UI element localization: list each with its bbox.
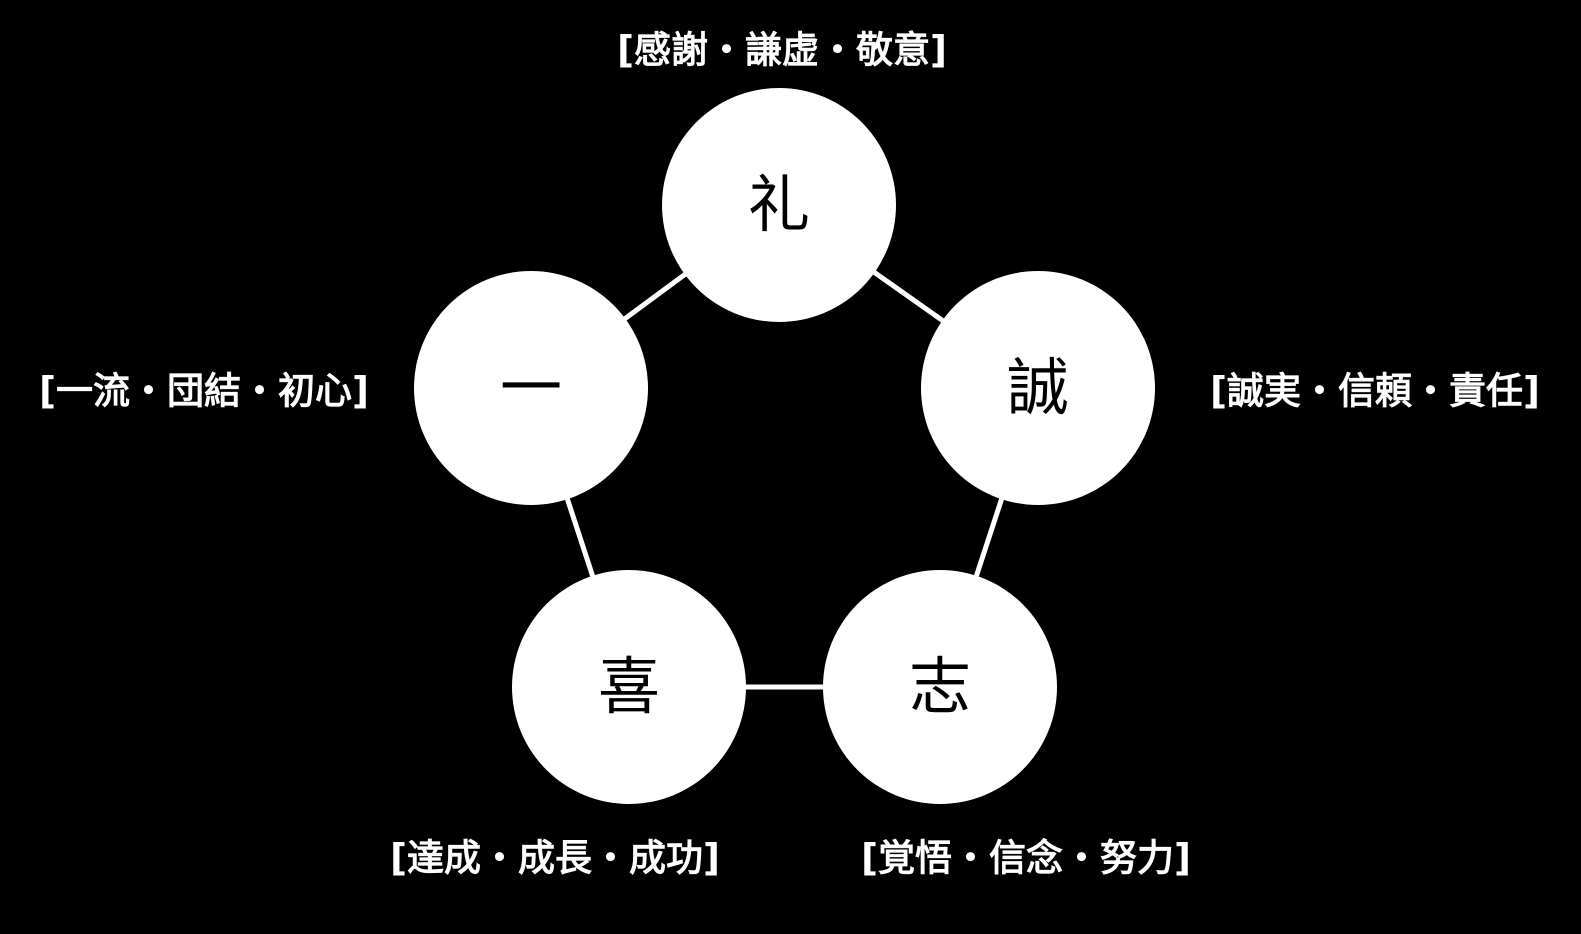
node-yorokobi-kanji: 喜: [597, 650, 660, 723]
node-rei-kanji: 礼: [747, 168, 810, 241]
node-ichi-kanji: 一: [499, 351, 562, 424]
node-makoto-kanji: 誠: [1006, 351, 1069, 424]
node-kokorozashi-circle: 志: [823, 570, 1057, 804]
label-ichi-values: [一流・団結・初心]: [39, 369, 369, 413]
node-makoto-circle: 誠: [921, 271, 1155, 505]
label-rei-values: [感謝・謙虚・敬意]: [617, 28, 947, 72]
label-makoto-values: [誠実・信頼・責任]: [1210, 369, 1540, 413]
node-yorokobi-circle: 喜: [512, 570, 746, 804]
label-kokorozashi-values: [覚悟・信念・努力]: [861, 836, 1191, 880]
node-ichi-circle: 一: [414, 271, 648, 505]
node-rei-circle: 礼: [662, 88, 896, 322]
node-kokorozashi-kanji: 志: [908, 650, 971, 723]
label-yorokobi-values: [達成・成長・成功]: [390, 836, 720, 880]
